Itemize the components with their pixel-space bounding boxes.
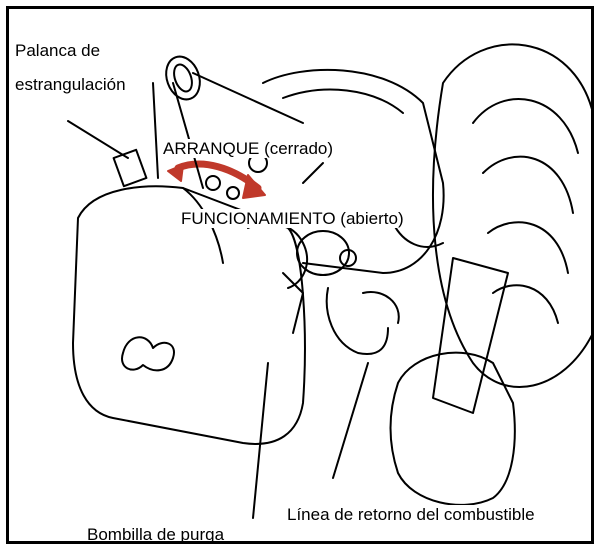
fuel-return-line-label: Línea de retorno del combustible <box>285 505 537 524</box>
tire-tread <box>472 98 579 324</box>
tire-outline <box>432 43 591 388</box>
run-open-label: FUNCIONAMIENTO (abierto) <box>179 209 406 228</box>
engine-illustration <box>67 43 591 524</box>
diagram-frame: Palanca de estrangulación ARRANQUE (cerr… <box>6 6 594 544</box>
wing-nut <box>121 336 175 372</box>
choke-lever-label-2: estrangulación <box>13 75 128 94</box>
fuel-tank <box>389 351 516 506</box>
shroud <box>262 68 445 274</box>
dipstick <box>192 72 304 124</box>
choke-lever-label-1: Palanca de <box>13 41 103 60</box>
air-filter-housing <box>72 185 306 445</box>
fuel-line <box>325 287 389 355</box>
primer-bulb-label: Bombilla de purga <box>85 525 227 544</box>
start-closed-label: ARRANQUE (cerrado) <box>161 139 336 158</box>
